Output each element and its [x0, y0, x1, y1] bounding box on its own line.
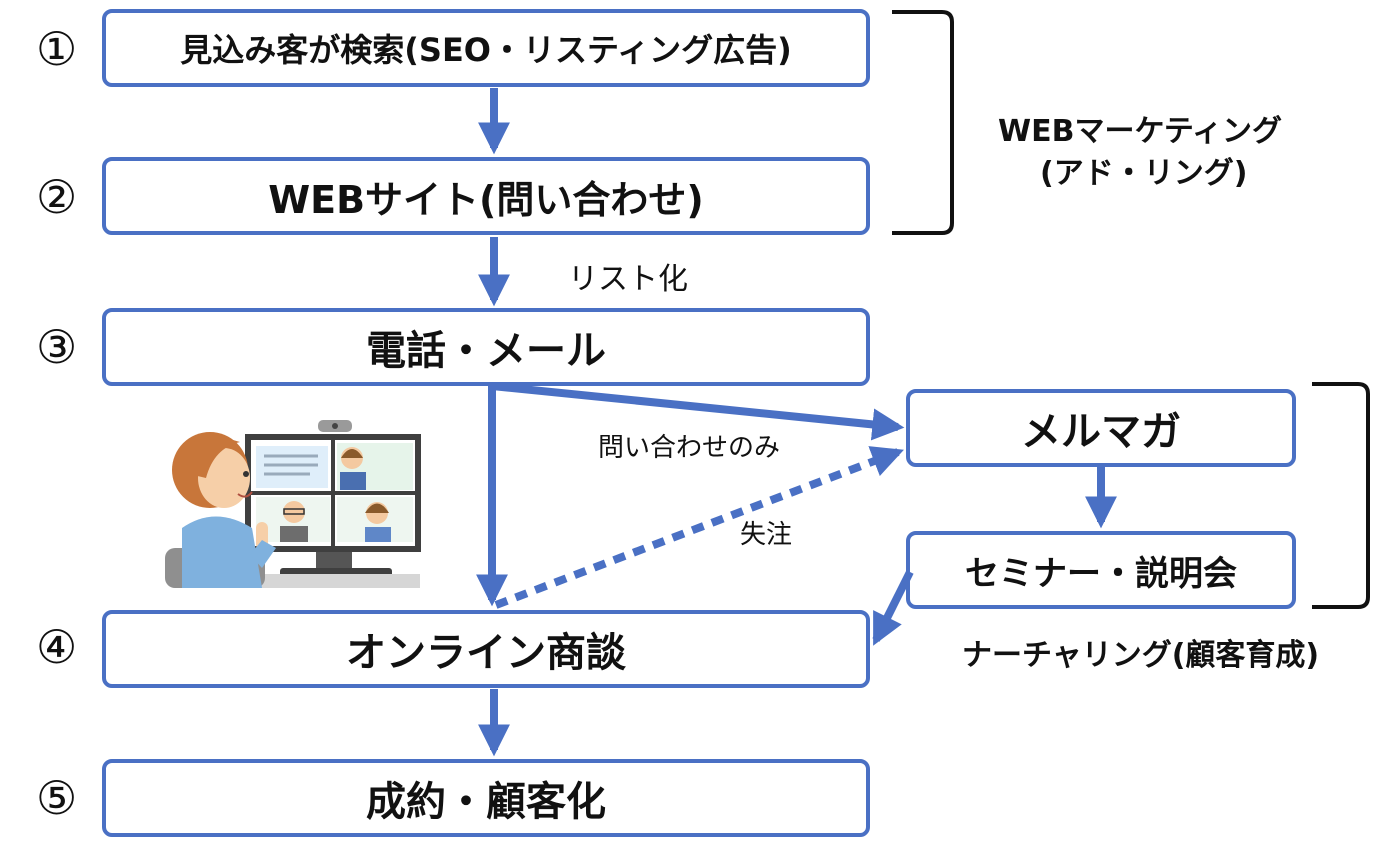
seminar-box: セミナー・説明会 [906, 531, 1296, 609]
bracket-nurturing [1312, 382, 1370, 609]
arrow-lost-to-mailmag [494, 446, 904, 609]
step-box-search: 見込み客が検索(SEO・リスティング広告) [102, 9, 870, 87]
nurturing-label: ナーチャリング(顧客育成) [962, 638, 1320, 673]
step-box-contract: 成約・顧客化 [102, 759, 870, 837]
step-box-website: WEBサイト(問い合わせ) [102, 157, 870, 235]
edge-label-lost: 失注 [740, 520, 793, 550]
step-box-online-meeting: オンライン商談 [102, 610, 870, 688]
web-marketing-sublabel: (アド・リング) [1040, 156, 1248, 191]
step-number-3: ③ [36, 320, 78, 374]
web-marketing-label: WEBマーケティング [998, 114, 1283, 149]
step-box-phone-mail: 電話・メール [102, 308, 870, 386]
step-number-1: ① [36, 22, 78, 76]
mailmag-box: メルマガ [906, 389, 1296, 467]
arrow-to-mailmag [491, 382, 905, 441]
edge-label-inquiry-only: 問い合わせのみ [598, 433, 781, 463]
bracket-web-marketing [892, 10, 954, 235]
step-number-2: ② [36, 170, 78, 224]
edge-label-list: リスト化 [568, 262, 688, 297]
step-number-4: ④ [36, 620, 78, 674]
video-meeting-illustration [165, 420, 421, 588]
arrow-seminar-to-meeting [872, 570, 914, 646]
step-number-5: ⑤ [36, 771, 78, 825]
